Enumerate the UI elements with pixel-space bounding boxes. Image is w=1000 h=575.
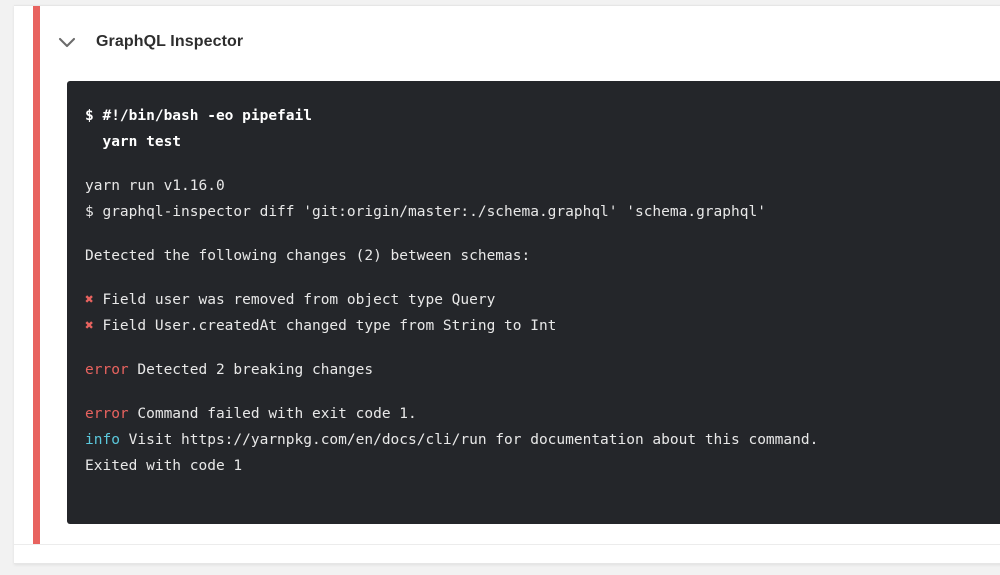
terminal-line: $ graphql-inspector diff 'git:origin/mas… — [85, 204, 766, 220]
cross-icon: ✖ — [85, 318, 94, 334]
job-status-accent-bar — [33, 6, 40, 544]
terminal-line — [85, 383, 996, 401]
terminal-line — [85, 155, 996, 173]
card-footer-divider — [14, 544, 1000, 545]
job-step-header[interactable]: GraphQL Inspector — [54, 20, 243, 64]
job-step-card: GraphQL Inspector $ #!/bin/bash -eo pipe… — [14, 5, 1000, 564]
card-footer-area — [14, 545, 1000, 563]
terminal-line: ✖ Field User.createdAt changed type from… — [85, 318, 557, 334]
terminal-line — [85, 339, 996, 357]
terminal-output-panel[interactable]: $ #!/bin/bash -eo pipefail yarn test yar… — [67, 81, 1000, 524]
terminal-line: Detected the following changes (2) betwe… — [85, 248, 531, 264]
error-label: error — [85, 362, 129, 378]
cross-icon: ✖ — [85, 292, 94, 308]
terminal-line: error Command failed with exit code 1. — [85, 406, 417, 422]
terminal-line: $ #!/bin/bash -eo pipefail — [85, 108, 312, 124]
chevron-down-icon[interactable] — [54, 29, 80, 55]
info-label: info — [85, 432, 120, 448]
terminal-line: yarn run v1.16.0 — [85, 178, 225, 194]
terminal-line: ✖ Field user was removed from object typ… — [85, 292, 496, 308]
terminal-line: yarn test — [85, 134, 182, 150]
terminal-line — [85, 225, 996, 243]
job-step-title: GraphQL Inspector — [96, 33, 244, 50]
terminal-line: error Detected 2 breaking changes — [85, 362, 374, 378]
terminal-line — [85, 269, 996, 287]
terminal-log-lines: $ #!/bin/bash -eo pipefail yarn test yar… — [85, 103, 996, 479]
error-label: error — [85, 406, 129, 422]
terminal-line: Exited with code 1 — [85, 458, 243, 474]
terminal-line: info Visit https://yarnpkg.com/en/docs/c… — [85, 432, 819, 448]
page-gutter — [0, 0, 14, 575]
